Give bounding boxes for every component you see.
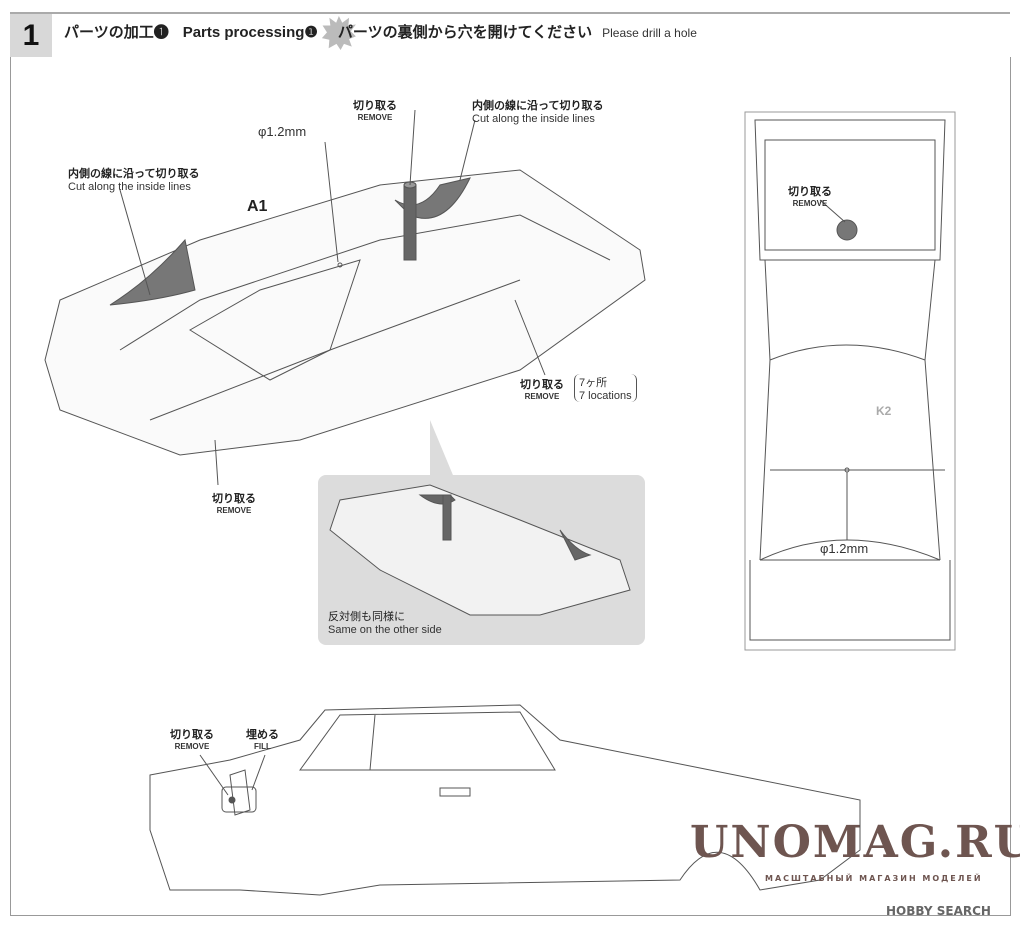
label-en: REMOVE	[216, 506, 252, 515]
hobby-search-logo: HOBBY SEARCH	[886, 904, 991, 918]
part-k2-label: K2	[876, 404, 892, 418]
label-jp: 切り取る	[170, 728, 214, 741]
step-title-en: Parts processing❶	[182, 24, 318, 41]
label-en: REMOVE	[792, 199, 828, 208]
label-jp: 埋める	[246, 728, 279, 741]
label-en: REMOVE	[524, 392, 560, 401]
step-number: 1	[10, 14, 52, 57]
label-en: FILL	[254, 742, 271, 751]
label-jp: 切り取る	[520, 378, 564, 391]
label-en: Cut along the inside lines	[472, 113, 595, 125]
watermark-subtitle: МАСШТАБНЫЙ МАГАЗИН МОДЕЛЕЙ	[765, 874, 983, 883]
label-jp: 切り取る	[788, 185, 832, 198]
label-jp: 内側の線に沿って切り取る	[68, 167, 200, 180]
step-frame	[10, 57, 1011, 916]
label-jp: 切り取る	[353, 99, 397, 112]
label-jp: 7ヶ所	[579, 377, 608, 389]
label-jp: 反対側も同様に	[328, 610, 405, 623]
drill-note-jp: パーツの裏側から穴を開けてください	[337, 24, 593, 41]
drill-note-en: Please drill a hole	[602, 26, 697, 40]
drill-size-a1: φ1.2mm	[258, 124, 307, 139]
step-title-jp: パーツの加工❶	[64, 24, 169, 41]
label-jp: 切り取る	[212, 492, 256, 505]
label-jp: 内側の線に沿って切り取る	[472, 99, 604, 112]
drill-size-roof: φ1.2mm	[820, 541, 869, 556]
step-header	[10, 12, 1010, 59]
label-en: 7 locations	[579, 390, 632, 402]
label-en: Same on the other side	[328, 624, 442, 636]
label-en: REMOVE	[357, 113, 393, 122]
label-en: Cut along the inside lines	[68, 181, 191, 193]
watermark: UNOMAG.RU	[690, 817, 1020, 868]
part-a1-label: A1	[247, 198, 268, 215]
label-en: REMOVE	[174, 742, 210, 751]
